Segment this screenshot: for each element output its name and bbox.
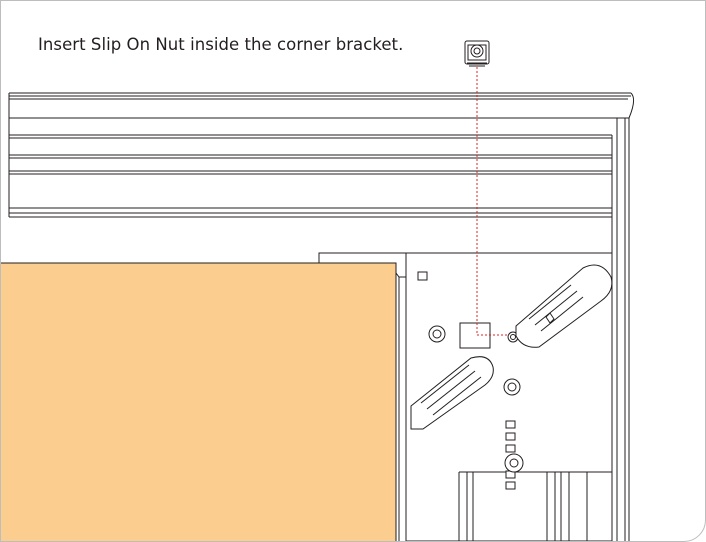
angled-slot-upper	[515, 264, 613, 348]
insertion-guide-line	[476, 67, 509, 336]
instruction-text: Insert Slip On Nut inside the corner bra…	[38, 35, 404, 54]
slip-on-nut-icon	[464, 40, 490, 67]
blind-panel	[1, 262, 400, 541]
angled-slot-lower	[410, 356, 494, 430]
